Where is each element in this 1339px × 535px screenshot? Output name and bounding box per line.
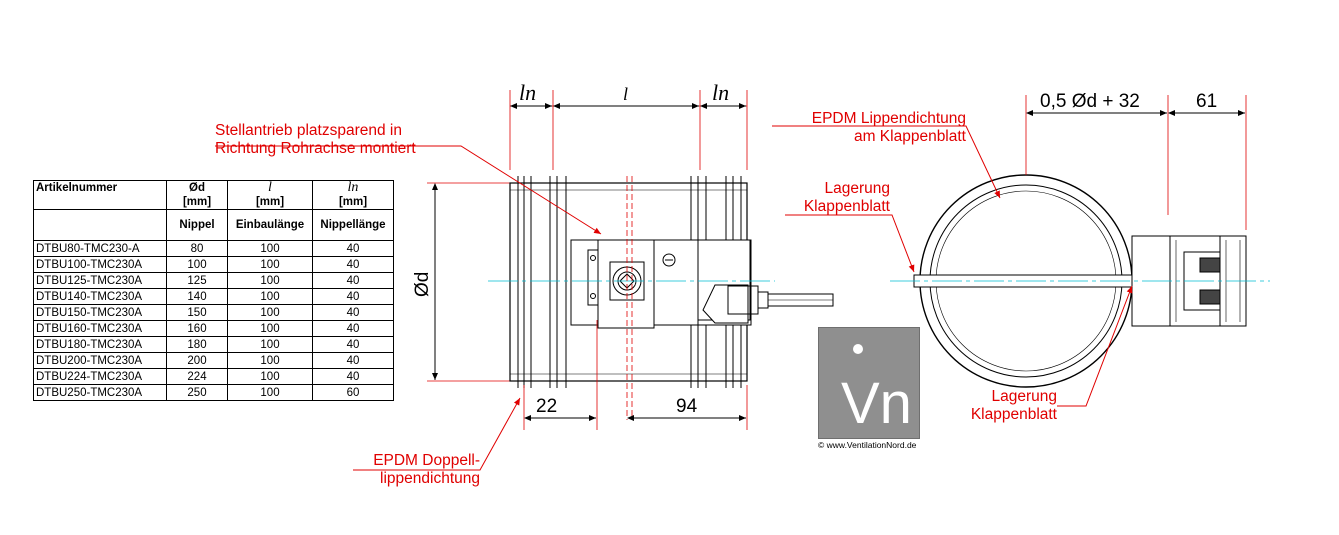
logo-copyright: © www.VentilationNord.de xyxy=(818,440,917,450)
dim-61: 61 xyxy=(1196,91,1217,112)
ventilationnord-logo: Vn xyxy=(818,327,920,439)
header-nipple-unit: [mm] xyxy=(338,196,368,208)
header-nipple-length: ln [mm] xyxy=(312,180,394,210)
cell-diameter: 180 xyxy=(166,336,228,353)
cell-length: 100 xyxy=(227,256,313,273)
cell-nipple-length: 60 xyxy=(312,384,394,401)
annotation-bearing-top-line2: Klappenblatt xyxy=(803,198,890,215)
cell-length: 100 xyxy=(227,384,313,401)
annotation-epdm-double-line1: EPDM Doppell- xyxy=(373,452,480,469)
header-length-unit: [mm] xyxy=(255,196,285,208)
cell-nipple-length: 40 xyxy=(312,352,394,369)
cell-article-number: DTBU150-TMC230A xyxy=(33,304,167,321)
cell-nipple-length: 40 xyxy=(312,304,394,321)
cell-article-number: DTBU160-TMC230A xyxy=(33,320,167,337)
header-diameter-symbol: Ød xyxy=(189,182,205,194)
cell-nipple-length: 40 xyxy=(312,272,394,289)
annotation-bearing-bottom-line2: Klappenblatt xyxy=(970,406,1057,423)
subheader-empty xyxy=(33,209,167,241)
logo-text: Vn xyxy=(841,371,912,436)
table-header-row: Artikelnummer Ød [mm] l [mm] ln [mm] xyxy=(33,180,394,210)
dim-l-center: l xyxy=(623,84,628,104)
dim-ln-right: ln xyxy=(712,80,729,105)
subheader-einbaulaenge: Einbaulänge xyxy=(227,209,313,241)
cell-length: 100 xyxy=(227,304,313,321)
dim-ln-left: ln xyxy=(519,80,536,105)
header-length: l [mm] xyxy=(227,180,313,210)
cell-article-number: DTBU250-TMC230A xyxy=(33,384,167,401)
header-diameter-unit: [mm] xyxy=(182,196,212,208)
article-table: Artikelnummer Ød [mm] l [mm] ln [mm] Nip… xyxy=(33,180,394,401)
cell-diameter: 250 xyxy=(166,384,228,401)
annotation-bearing-bottom: Lagerung Klappenblatt xyxy=(945,388,1057,424)
annotation-bearing-bottom-line1: Lagerung xyxy=(991,388,1057,405)
annotation-actuator-line2: Richtung Rohrachse montiert xyxy=(215,140,416,157)
annotation-bearing-top: Lagerung Klappenblatt xyxy=(780,180,890,216)
annotation-actuator-line1: Stellantrieb platzsparend in xyxy=(215,122,402,139)
dim-22: 22 xyxy=(536,396,557,417)
front-view xyxy=(890,95,1270,388)
annotation-epdm-lip-line1: EPDM Lippendichtung xyxy=(811,110,966,127)
annotation-epdm-double: EPDM Doppell- lippendichtung xyxy=(340,452,480,488)
cell-article-number: DTBU140-TMC230A xyxy=(33,288,167,305)
header-length-symbol: l xyxy=(268,180,272,195)
subheader-nippellaenge: Nippellänge xyxy=(312,209,394,241)
cell-diameter: 150 xyxy=(166,304,228,321)
leader-lines xyxy=(215,125,1133,471)
cell-diameter: 140 xyxy=(166,288,228,305)
annotation-bearing-top-line1: Lagerung xyxy=(824,180,890,197)
annotation-epdm-lip: EPDM Lippendichtung am Klappenblatt xyxy=(770,110,966,146)
side-view xyxy=(427,90,834,430)
annotation-actuator: Stellantrieb platzsparend in Richtung Ro… xyxy=(215,122,416,158)
dim-half-diameter: 0,5 Ød + 32 xyxy=(1040,91,1140,112)
dimension-labels: ln l ln Ød 22 94 0,5 Ød + 32 61 xyxy=(412,80,1217,417)
dim-diameter: Ød xyxy=(412,272,433,297)
annotation-epdm-double-line2: lippendichtung xyxy=(380,470,480,487)
header-nipple-symbol: ln xyxy=(347,180,359,195)
header-diameter: Ød [mm] xyxy=(166,180,228,210)
table-subheader-row: Nippel Einbaulänge Nippellänge xyxy=(33,209,394,241)
cell-diameter: 125 xyxy=(166,272,228,289)
subheader-nippel: Nippel xyxy=(166,209,228,241)
dim-94: 94 xyxy=(676,396,698,417)
logo-mark: Vn xyxy=(841,344,912,436)
annotation-epdm-lip-line2: am Klappenblatt xyxy=(853,128,966,145)
header-article-number: Artikelnummer xyxy=(33,180,167,210)
